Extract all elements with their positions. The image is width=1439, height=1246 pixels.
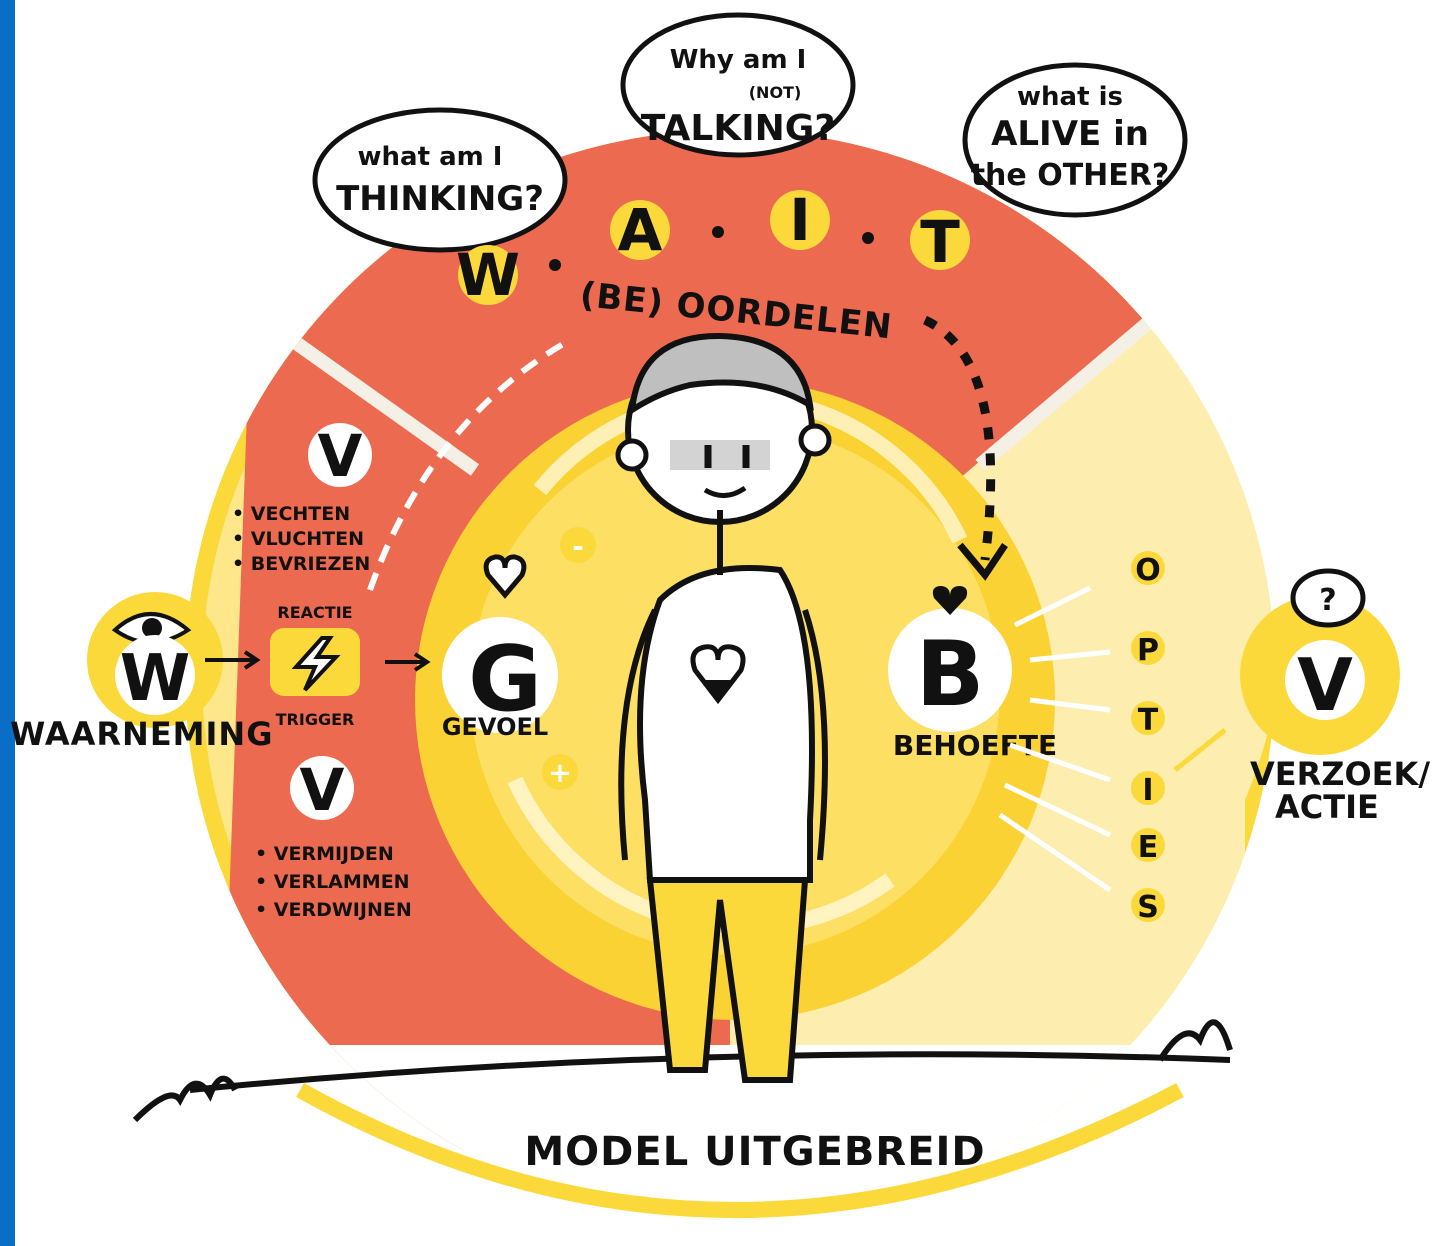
svg-text:O: O	[1135, 553, 1161, 588]
divider-right	[975, 294, 1180, 471]
svg-text:Why am I: Why am I	[670, 45, 807, 75]
trigger-group: REACTIE TRIGGER	[270, 603, 431, 729]
lightning-icon	[291, 636, 341, 692]
svg-text:P: P	[1137, 633, 1159, 668]
reaction-top-group: V • VECHTEN • VLUCHTEN • BEVRIEZEN	[232, 422, 372, 575]
svg-text:T: T	[1138, 703, 1159, 738]
svg-text:A: A	[618, 196, 663, 264]
svg-text:W: W	[120, 642, 191, 716]
svg-text:• BEVRIEZEN: • BEVRIEZEN	[232, 553, 370, 575]
side-bar	[0, 0, 15, 1246]
svg-text:what is: what is	[1017, 82, 1123, 112]
svg-text:VERZOEK/: VERZOEK/	[1250, 755, 1430, 793]
svg-text:• VECHTEN: • VECHTEN	[232, 503, 350, 525]
svg-text:(NOT): (NOT)	[749, 83, 802, 102]
opties-arrows	[998, 585, 1112, 893]
svg-text:REACTIE: REACTIE	[277, 603, 352, 622]
hair	[628, 332, 814, 416]
verzoek-group: V ? VERZOEK/ ACTIE	[1240, 568, 1430, 826]
bubble-talking: Why am I (NOT) TALKING?	[620, 12, 856, 158]
bottom-arc	[296, 1082, 1184, 1218]
svg-text:BEHOEFTE: BEHOEFTE	[893, 729, 1057, 762]
svg-text:+: +	[548, 756, 571, 789]
arrow-head-behoefte	[957, 542, 1008, 581]
svg-text:W: W	[456, 241, 520, 309]
svg-text:V: V	[318, 422, 363, 490]
svg-text:WAARNEMING: WAARNEMING	[10, 715, 273, 753]
svg-text:ACTIE: ACTIE	[1275, 788, 1379, 826]
wait-acronym: W A I T	[456, 186, 970, 309]
person-figure	[615, 332, 832, 1083]
shirt-heart	[690, 644, 746, 705]
svg-text:V: V	[1297, 643, 1353, 727]
svg-text:• VLUCHTEN: • VLUCHTEN	[232, 528, 364, 550]
reaction-bottom-group: V • VERMIJDEN • VERLAMMEN • VERDWIJNEN	[255, 756, 412, 921]
question-bubble-icon: ?	[1290, 568, 1366, 628]
grass-right	[1157, 1019, 1233, 1062]
svg-text:• VERDWIJNEN: • VERDWIJNEN	[255, 899, 412, 921]
svg-text:• VERMIJDEN: • VERMIJDEN	[255, 843, 394, 865]
svg-text:G: G	[468, 627, 542, 732]
bubble-thinking: what am I THINKING?	[312, 107, 568, 253]
grass-left	[132, 1075, 238, 1123]
heart-icon-behoefte	[932, 586, 968, 615]
waarneming-group: W WAARNEMING	[10, 592, 273, 753]
svg-text:I: I	[1142, 773, 1153, 808]
heart-icon	[483, 554, 527, 599]
svg-text:I: I	[789, 186, 811, 254]
behoefte-group: B BEHOEFTE	[888, 586, 1057, 762]
svg-text:• VERLAMMEN: • VERLAMMEN	[255, 871, 410, 893]
svg-text:the OTHER?: the OTHER?	[971, 158, 1170, 193]
svg-text:B: B	[916, 622, 985, 727]
svg-text:what am I: what am I	[358, 142, 503, 172]
svg-text:GEVOEL: GEVOEL	[442, 713, 548, 741]
svg-text:E: E	[1138, 830, 1159, 865]
svg-text:THINKING?: THINKING?	[336, 179, 544, 219]
svg-text:-: -	[572, 530, 584, 563]
svg-text:T: T	[920, 208, 960, 276]
opties-column: O P T I E S	[1131, 551, 1165, 925]
svg-text:ALIVE in: ALIVE in	[991, 114, 1149, 154]
svg-text:TRIGGER: TRIGGER	[276, 710, 355, 729]
svg-text:?: ?	[1319, 583, 1336, 618]
gevoel-group: G GEVOEL - +	[442, 527, 596, 790]
dashed-arrow-oordelen	[367, 337, 572, 591]
bubble-alive: what is ALIVE in the OTHER?	[962, 62, 1188, 218]
dotted-arrow-behoefte	[923, 315, 996, 561]
footer-title: MODEL UITGEBREID	[524, 1129, 985, 1175]
arrow-to-verzoek	[1173, 728, 1227, 772]
svg-text:S: S	[1137, 890, 1159, 925]
svg-text:TALKING?: TALKING?	[641, 108, 835, 149]
svg-text:V: V	[300, 756, 345, 824]
